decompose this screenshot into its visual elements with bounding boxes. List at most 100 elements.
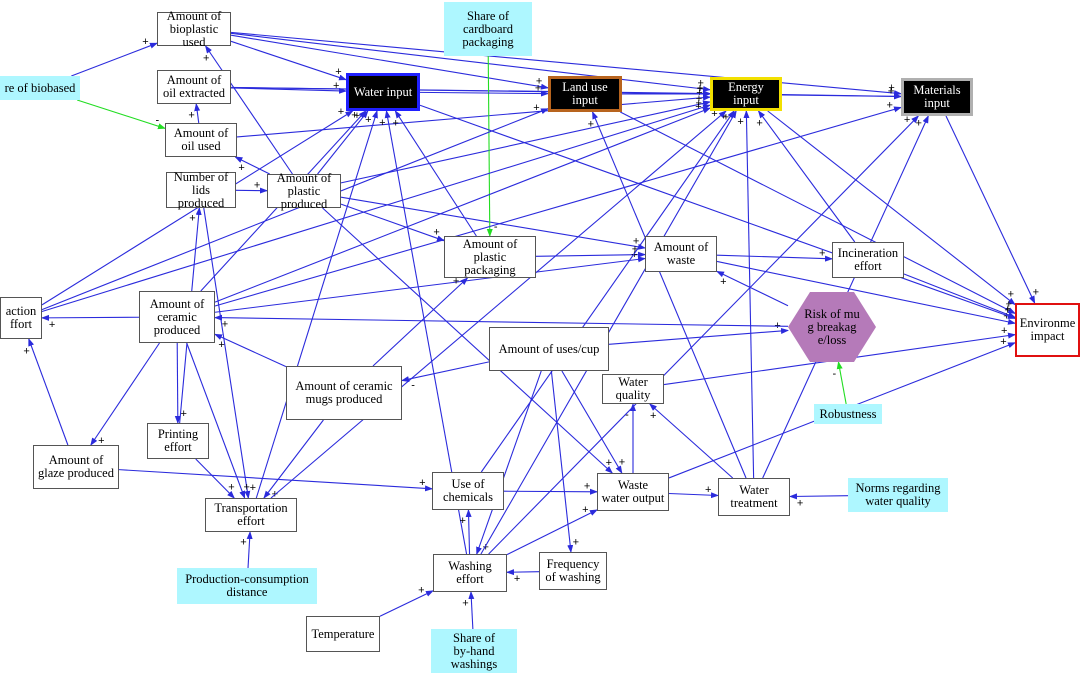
edge-plastic_produced-to-oil_used <box>234 156 270 175</box>
node-frequency-of-washing[interactable]: Frequency of washing <box>539 552 607 590</box>
edge-plastic_produced-to-bioplastic <box>204 45 293 175</box>
edge-plastic_produced-to-energy_input <box>340 100 711 184</box>
node-share-by-hand-washings[interactable]: Share of by-hand washings <box>431 629 517 673</box>
edge-ceramic_produced-to-energy_input <box>214 107 711 303</box>
edge-printing-to-transportation <box>195 458 235 499</box>
node-land-use-input[interactable]: Land use input <box>548 76 622 112</box>
edge-ceramic_mugs-to-ceramic_produced <box>214 333 287 368</box>
node-use-of-chemicals[interactable]: Use of chemicals <box>432 472 504 510</box>
node-plastic-produced[interactable]: Amount of plastic produced <box>267 171 341 210</box>
node-glaze-produced[interactable]: Amount of glaze produced <box>33 445 119 489</box>
node-norms-water-quality[interactable]: Norms regarding water quality <box>848 478 948 512</box>
edge-sign: + <box>462 597 468 609</box>
node-transportation-effort[interactable]: Transportation effort <box>205 498 297 532</box>
edge-sign: + <box>904 114 910 126</box>
node-plastic-packaging[interactable]: Amount of plastic packaging <box>444 236 536 278</box>
edge-uses_cup-to-ceramic_mugs <box>401 361 490 383</box>
edge-share_biobased-to-oil_used <box>76 99 166 130</box>
edge-sign: + <box>482 542 488 554</box>
edge-sign: + <box>244 482 250 494</box>
edge-sign: + <box>695 97 701 109</box>
node-ceramic-mugs-produced[interactable]: Amount of ceramic mugs produced <box>286 366 402 420</box>
edge-uses_cup-to-waste_water <box>561 370 623 474</box>
edge-sign: - <box>833 368 837 380</box>
edge-sign: + <box>240 537 246 549</box>
edge-sign: + <box>222 319 228 331</box>
edge-sign: + <box>536 75 542 87</box>
edge-sign: + <box>737 116 743 128</box>
node-production-consumption-distance[interactable]: Production-consumption distance <box>177 568 317 604</box>
edge-energy_input-to-env_impact <box>767 110 1016 306</box>
node-risk-mug-breakage[interactable]: Risk of mu g breakag e/loss <box>788 292 876 362</box>
edge-sign: + <box>819 248 825 260</box>
edge-sign: + <box>888 82 894 94</box>
edge-incineration-to-energy_input <box>757 110 856 243</box>
edge-sign: + <box>1004 304 1010 316</box>
edge-sign: + <box>203 53 209 65</box>
edge-sign: - <box>494 221 498 233</box>
edge-extraction-to-land_use_input <box>41 108 549 311</box>
node-materials-input[interactable]: Materials input <box>901 78 973 116</box>
edge-sign: + <box>142 36 148 48</box>
edge-sign: + <box>188 110 194 122</box>
edge-uses_cup-to-risk_breakage <box>608 327 789 345</box>
node-temperature[interactable]: Temperature <box>306 616 380 652</box>
edge-oil_extracted-to-water_input <box>230 87 347 94</box>
node-ceramic-produced[interactable]: Amount of ceramic produced <box>139 291 215 343</box>
edge-sign: + <box>720 276 726 288</box>
edge-sign: + <box>631 249 637 261</box>
edge-sign: + <box>335 66 341 78</box>
node-washing-effort[interactable]: Washing effort <box>433 554 507 592</box>
node-uses-per-cup[interactable]: Amount of uses/cup <box>489 327 609 371</box>
edge-sign: + <box>1001 325 1007 337</box>
node-share-biobased[interactable]: re of biobased <box>0 76 80 100</box>
edge-energy_input-to-materials_input <box>781 93 902 100</box>
edge-waste_water-to-water_treatment <box>668 492 719 499</box>
edge-sign: + <box>650 410 656 422</box>
edge-plastic_packaging-to-water_input <box>394 110 477 237</box>
edge-bioplastic-to-land_use_input <box>230 34 549 90</box>
node-number-of-lids[interactable]: Number of lids produced <box>166 170 236 209</box>
node-robustness[interactable]: Robustness <box>814 404 882 424</box>
edge-ceramic_produced-to-materials_input <box>214 106 902 307</box>
edge-ceramic_produced-to-waste <box>214 256 646 313</box>
edge-washing-to-materials_input <box>488 115 920 555</box>
edge-plastic_produced-to-waste_water <box>322 207 613 474</box>
edge-sign: + <box>453 275 459 287</box>
edge-water_input-to-land_use_input <box>419 90 549 97</box>
node-share-cardboard-packaging[interactable]: Share of cardboard packaging <box>444 2 532 56</box>
node-water-quality[interactable]: Water quality <box>602 374 664 404</box>
edge-incineration-to-env_impact <box>903 273 1016 318</box>
node-waste-water-output[interactable]: Waste water output <box>597 473 669 511</box>
node-amount-oil-used[interactable]: Amount of oil used <box>165 123 237 157</box>
node-environmental-impact[interactable]: Environme impact <box>1015 303 1080 357</box>
edge-bioplastic-to-materials_input <box>230 31 902 97</box>
edge-sign: + <box>98 435 104 447</box>
node-water-treatment[interactable]: Water treatment <box>718 478 790 516</box>
node-printing-effort[interactable]: Printing effort <box>147 423 209 459</box>
edge-temperature-to-washing <box>379 590 434 617</box>
edge-sign: + <box>393 118 399 130</box>
node-amount-oil-extracted[interactable]: Amount of oil extracted <box>157 70 231 104</box>
node-amount-bioplastic-used[interactable]: Amount of bioplastic used <box>157 9 231 48</box>
edge-sign: + <box>250 482 256 494</box>
edge-oil_used-to-energy_input <box>236 94 711 138</box>
node-extraction-effort[interactable]: action ffort <box>0 297 42 339</box>
edge-sign: + <box>533 102 539 114</box>
edge-sign: + <box>697 82 703 94</box>
edge-sign: + <box>606 457 612 469</box>
edge-sign: + <box>1033 286 1039 298</box>
edge-sign: + <box>365 114 371 126</box>
edge-sign: + <box>49 319 55 331</box>
node-water-input[interactable]: Water input <box>346 73 420 111</box>
edge-sign: + <box>354 110 360 122</box>
node-energy-input[interactable]: Energy input <box>710 77 782 111</box>
edge-sign: + <box>379 117 385 129</box>
node-incineration-effort[interactable]: Incineration effort <box>832 242 904 278</box>
edge-plastic_produced-to-waste <box>340 196 646 250</box>
edge-sign: + <box>23 345 29 357</box>
edge-extraction-to-energy_input <box>41 104 711 313</box>
edge-sign: + <box>582 504 588 516</box>
edge-sign: + <box>418 585 424 597</box>
node-amount-of-waste[interactable]: Amount of waste <box>645 236 717 272</box>
